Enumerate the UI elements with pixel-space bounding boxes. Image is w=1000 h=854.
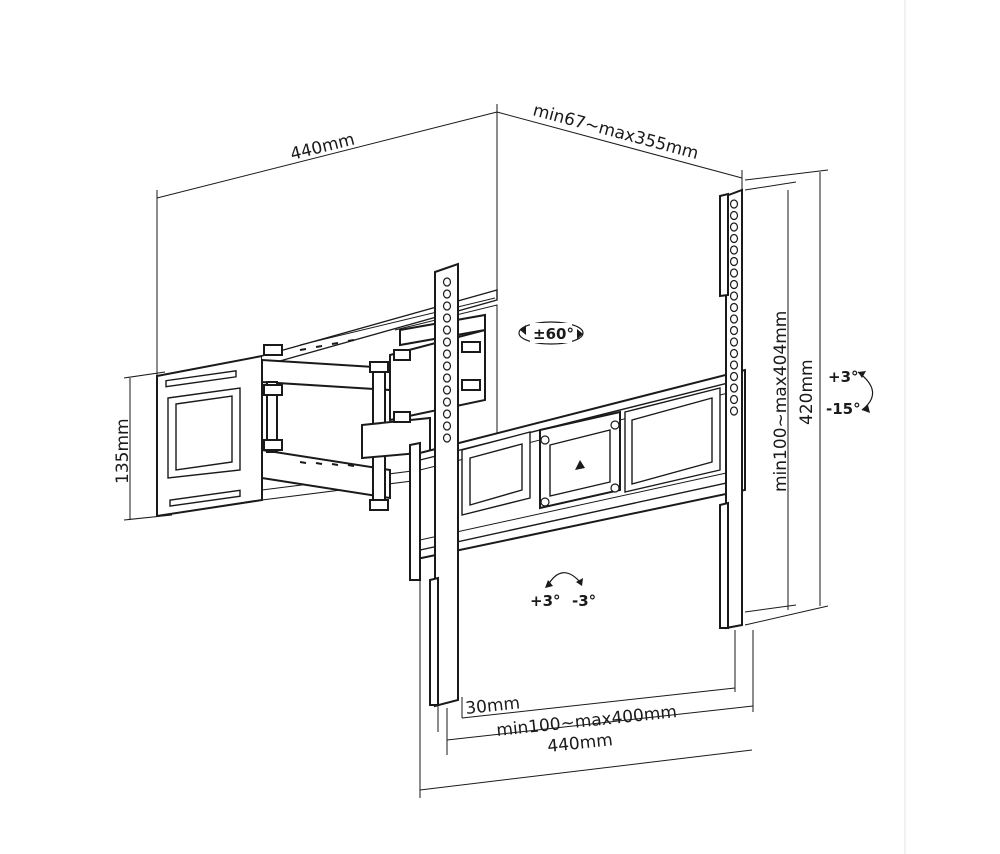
gap-label: 30mm — [464, 693, 521, 719]
bracket-hole — [729, 210, 739, 221]
bracket-hole — [442, 397, 452, 407]
vesa-vertical-label: min100~max404mm — [771, 311, 791, 492]
bracket-hole — [729, 314, 739, 324]
bracket-hole — [442, 373, 452, 383]
wall-width-label: 440mm — [288, 130, 356, 165]
bracket-hole — [442, 433, 452, 443]
bracket-hole — [442, 349, 452, 359]
bracket-hole — [442, 385, 452, 395]
swivel-label: ±60° — [533, 325, 574, 343]
bracket-hole — [442, 409, 452, 419]
bracket-hole — [729, 325, 739, 336]
bracket-hole — [729, 199, 739, 209]
bracket-hole — [729, 291, 739, 301]
bracket-hole — [729, 394, 739, 405]
bracket-hole — [729, 279, 739, 290]
dim-bracket-width-inner — [446, 705, 754, 741]
bracket-hole — [729, 302, 739, 313]
bracket-hole — [729, 268, 739, 278]
bracket-hole — [729, 222, 739, 232]
dim-wall-width-line — [156, 111, 498, 199]
dim-bracket-width-line — [419, 749, 753, 791]
vertical-bracket-right — [719, 188, 743, 630]
horizontal-rail — [411, 368, 746, 562]
bracket-height-label: 420mm — [797, 359, 817, 425]
articulating-arms — [261, 313, 486, 511]
bracket-hole — [729, 383, 739, 393]
vertical-bracket-left — [409, 262, 459, 708]
level-minus-label: -3° — [572, 592, 596, 610]
bracket-hole — [729, 233, 739, 244]
bracket-hole — [442, 337, 452, 347]
bracket-hole — [442, 277, 452, 287]
bracket-hole — [729, 337, 739, 347]
tilt-indicator: +3° -15° — [826, 368, 874, 418]
bracket-hole — [729, 360, 739, 370]
wall-height-label: 135mm — [113, 418, 133, 484]
bracket-hole — [442, 289, 452, 299]
level-indicator: +3° -3° — [530, 572, 596, 610]
bracket-hole — [729, 348, 739, 359]
bracket-hole — [729, 371, 739, 382]
dim-extension-line — [496, 111, 743, 179]
bracket-hole — [442, 361, 452, 371]
bracket-hole — [729, 245, 739, 255]
swivel-indicator: ±60° — [518, 321, 584, 345]
dimension-lines — [123, 104, 829, 798]
bracket-hole — [729, 256, 739, 267]
dim-vesa-horizontal-line — [461, 687, 736, 719]
bracket-hole — [442, 325, 452, 335]
tilt-down-label: -15° — [826, 400, 861, 418]
level-plus-label: +3° — [530, 592, 561, 610]
bracket-hole — [442, 313, 452, 323]
extension-label: min67~max355mm — [531, 101, 701, 164]
bracket-hole — [442, 421, 452, 431]
bracket-hole — [442, 301, 452, 311]
bracket-hole — [729, 406, 739, 416]
tilt-up-label: +3° — [828, 368, 859, 386]
